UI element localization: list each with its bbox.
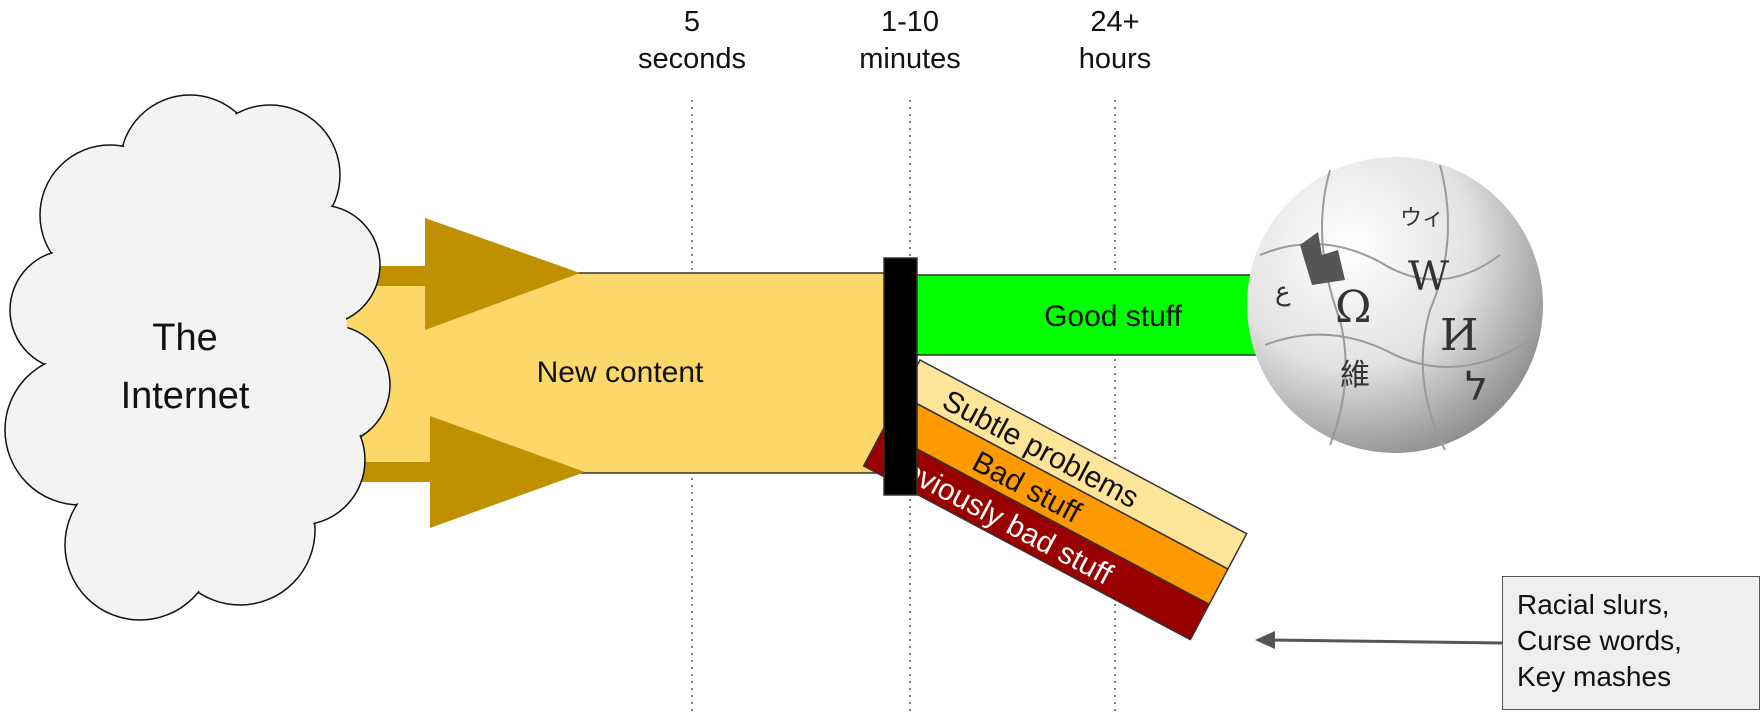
callout-arrow bbox=[1267, 638, 1503, 645]
timeline-label-5s-value: 5 bbox=[683, 6, 701, 38]
internet-label-line2: Internet bbox=[121, 375, 250, 417]
callout-line-curse-words: Curse words, bbox=[1517, 625, 1682, 656]
filter-bar bbox=[883, 257, 918, 496]
logo-hebrew: ל bbox=[1465, 364, 1488, 410]
timeline-label-5s: 5 seconds bbox=[612, 4, 772, 78]
callout-arrowhead bbox=[1255, 631, 1275, 649]
internet-cloud-fill bbox=[6, 96, 389, 619]
timeline-label-24h-value: 24+ bbox=[1090, 6, 1140, 38]
inflow-arrow-bottom bbox=[330, 416, 585, 528]
timeline-label-24h: 24+ hours bbox=[1035, 4, 1195, 78]
callout-line-key-mashes: Key mashes bbox=[1517, 661, 1672, 692]
logo-arabic: ع bbox=[1275, 277, 1291, 307]
rejected-content-group: Subtle problems Bad stuff Obviously bad … bbox=[862, 358, 1248, 641]
logo-kanji: 維 bbox=[1340, 358, 1370, 393]
good-stuff-label: Good stuff bbox=[1044, 300, 1183, 333]
callout-box: Racial slurs, Curse words, Key mashes bbox=[1502, 576, 1760, 710]
timeline-label-1-10m-value: 1-10 bbox=[880, 6, 940, 38]
inflow-arrow-top bbox=[330, 218, 580, 330]
timeline-label-24h-unit: hours bbox=[1078, 43, 1152, 75]
logo-omega: Ω bbox=[1335, 282, 1371, 333]
timeline-label-5s-unit: seconds bbox=[637, 43, 746, 75]
wikipedia-globe-icon: Ω W И 維 ウィ ל ع bbox=[1247, 157, 1543, 453]
good-stuff-band bbox=[909, 274, 1296, 356]
obviously-bad-stuff-bar bbox=[862, 429, 1211, 641]
timeline-label-1-10m-unit: minutes bbox=[859, 43, 961, 75]
callout-line-racial-slurs: Racial slurs, bbox=[1517, 589, 1670, 620]
logo-w: W bbox=[1408, 254, 1449, 300]
new-content-label: New content bbox=[537, 356, 704, 389]
timeline-label-1-10m: 1-10 minutes bbox=[830, 4, 990, 78]
internet-label-line1: The bbox=[152, 317, 217, 359]
logo-katakana: ウィ bbox=[1400, 206, 1444, 231]
logo-i-cyrillic: И bbox=[1440, 310, 1478, 361]
